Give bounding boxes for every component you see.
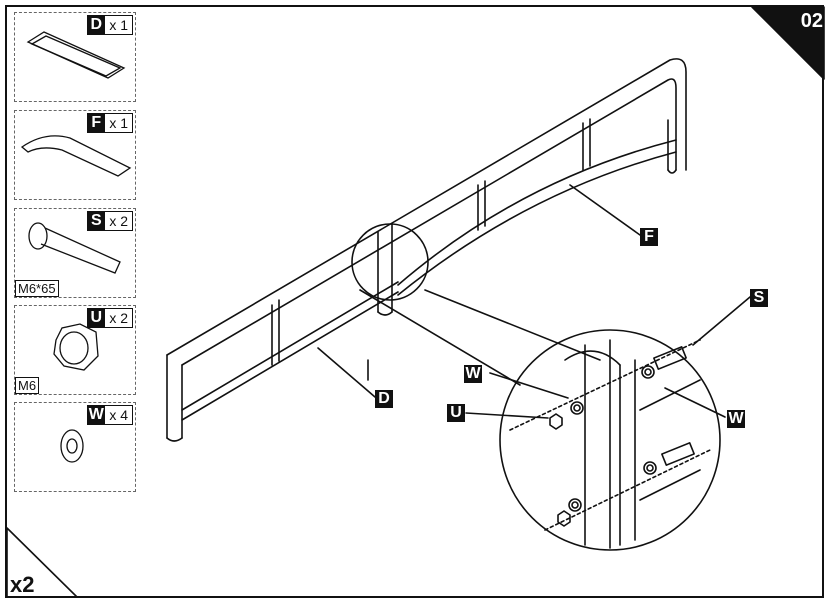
part-count: x 1 bbox=[105, 15, 133, 35]
part-letter: S bbox=[87, 211, 106, 231]
part-box-f: F x 1 bbox=[14, 110, 136, 200]
callout-w-left: W bbox=[464, 365, 482, 383]
part-letter: U bbox=[87, 308, 106, 328]
part-spec: M6*65 bbox=[15, 280, 59, 297]
step-number: 02 bbox=[800, 10, 823, 32]
part-box-s: S x 2 M6*65 bbox=[14, 208, 136, 298]
part-s-sketch bbox=[28, 222, 48, 250]
callout-f: F bbox=[640, 228, 658, 246]
part-box-w: W x 4 bbox=[14, 402, 136, 492]
callout-w-right: W bbox=[727, 410, 745, 428]
part-count: x 2 bbox=[105, 211, 133, 231]
part-spec: M6 bbox=[15, 377, 40, 394]
part-qty-u: U x 2 bbox=[87, 308, 133, 328]
part-f-sketch bbox=[20, 135, 132, 177]
part-letter: F bbox=[87, 113, 106, 133]
part-count: x 4 bbox=[105, 405, 133, 425]
part-qty-f: F x 1 bbox=[87, 113, 133, 133]
part-box-d: D x 1 bbox=[14, 12, 136, 102]
part-count: x 1 bbox=[105, 113, 133, 133]
assembly-multiplier: x2 bbox=[10, 572, 35, 597]
top-rail bbox=[166, 58, 687, 356]
part-letter: W bbox=[87, 405, 106, 425]
part-u-sketch bbox=[53, 323, 99, 371]
part-w-sketch bbox=[60, 429, 84, 463]
part-box-u: U x 2 M6 bbox=[14, 305, 136, 395]
part-qty-w: W x 4 bbox=[87, 405, 133, 425]
part-qty-d: D x 1 bbox=[87, 15, 133, 35]
callout-d: D bbox=[375, 390, 393, 408]
callout-s: S bbox=[750, 289, 768, 307]
callout-u: U bbox=[447, 404, 465, 422]
part-letter: D bbox=[87, 15, 106, 35]
part-count: x 2 bbox=[105, 308, 133, 328]
instruction-frame bbox=[5, 5, 824, 598]
part-qty-s: S x 2 bbox=[87, 211, 133, 231]
